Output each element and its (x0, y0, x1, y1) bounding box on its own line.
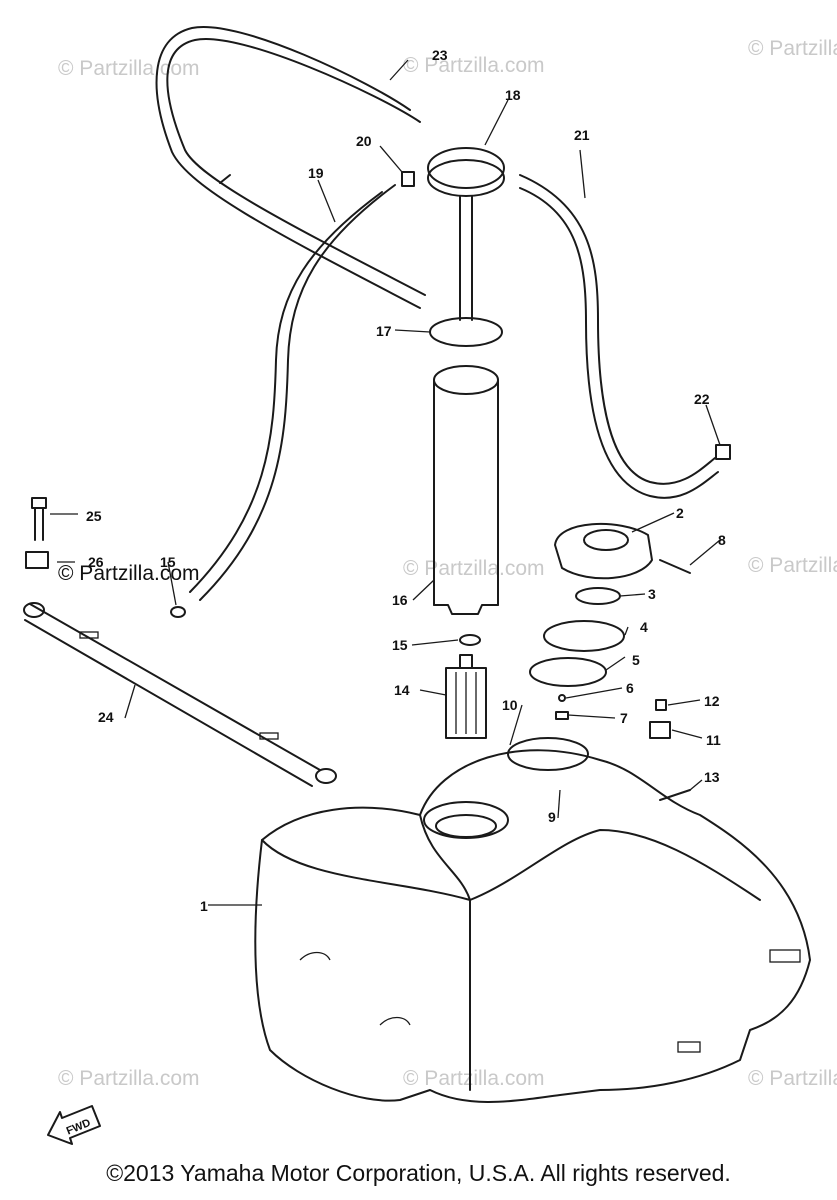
watermark: © Partzilla.com (748, 1067, 837, 1090)
callout-21: 21 (574, 127, 590, 143)
watermark: © Partzilla.com (58, 1067, 200, 1090)
copyright-notice: ©2013 Yamaha Motor Corporation, U.S.A. A… (106, 1160, 731, 1186)
callout-22: 22 (694, 391, 710, 407)
callout-16: 16 (392, 592, 408, 608)
part-4-plate (543, 620, 625, 652)
part-21-hose (519, 174, 719, 499)
part-3-spring (575, 587, 621, 605)
watermark: © Partzilla.com (403, 54, 545, 77)
callout-15: 15 (392, 637, 408, 653)
part-15-clamp (459, 634, 481, 646)
callout-12: 12 (704, 693, 720, 709)
callout-26: 26 (88, 554, 104, 570)
callout-15-left: 15 (160, 554, 176, 570)
part-25-bolt (31, 497, 47, 541)
part-22-clip (715, 444, 731, 460)
callout-7: 7 (620, 710, 628, 726)
callout-3: 3 (648, 586, 656, 602)
part-24-bar (23, 602, 337, 787)
part-2-cap (554, 522, 653, 580)
leader-lines (50, 59, 721, 906)
watermark: © Partzilla.com (58, 562, 200, 585)
callout-9: 9 (548, 809, 556, 825)
callout-24: 24 (98, 709, 114, 725)
part-16-tube (433, 365, 499, 615)
callout-18: 18 (505, 87, 521, 103)
callout-23: 23 (432, 47, 448, 63)
fwd-arrow-icon: FWD (47, 1105, 101, 1145)
watermark: © Partzilla.com (403, 1067, 545, 1090)
watermark: © Partzilla.com (58, 57, 200, 80)
callout-14: 14 (394, 682, 410, 698)
callout-4: 4 (640, 619, 648, 635)
part-18-sender (427, 147, 505, 321)
part-11-bracket (649, 721, 671, 739)
part-13-pipe (659, 789, 691, 801)
part-1-tank (254, 737, 811, 1103)
callout-1: 1 (200, 898, 208, 914)
callout-13: 13 (704, 769, 720, 785)
callout-20: 20 (356, 133, 372, 149)
part-23-hose (155, 25, 426, 309)
watermark: © Partzilla.com (748, 554, 837, 577)
callout-19: 19 (308, 165, 324, 181)
callout-8: 8 (718, 532, 726, 548)
part-14-filter (445, 654, 487, 739)
part-12-nut (655, 699, 667, 711)
callout-2: 2 (676, 505, 684, 521)
watermark: © Partzilla.com (403, 557, 545, 580)
callout-10: 10 (502, 697, 518, 713)
watermark: © Partzilla.com (748, 37, 837, 60)
part-20-clip (401, 171, 415, 187)
part-19-hose (189, 184, 396, 601)
callout-17: 17 (376, 323, 392, 339)
callouts: 1 2 3 4 5 6 7 8 9 10 11 12 13 14 15 15 1… (86, 47, 726, 914)
part-17-oring (429, 317, 503, 347)
part-5-gasket (529, 657, 607, 687)
part-6-ring (558, 694, 566, 702)
callout-5: 5 (632, 652, 640, 668)
part-26-washer (25, 551, 49, 569)
part-8-spring (659, 559, 691, 574)
callout-25: 25 (86, 508, 102, 524)
part-15-clamp-left (170, 606, 186, 618)
part-7-seal (555, 711, 569, 720)
callout-6: 6 (626, 680, 634, 696)
callout-11: 11 (706, 732, 721, 748)
